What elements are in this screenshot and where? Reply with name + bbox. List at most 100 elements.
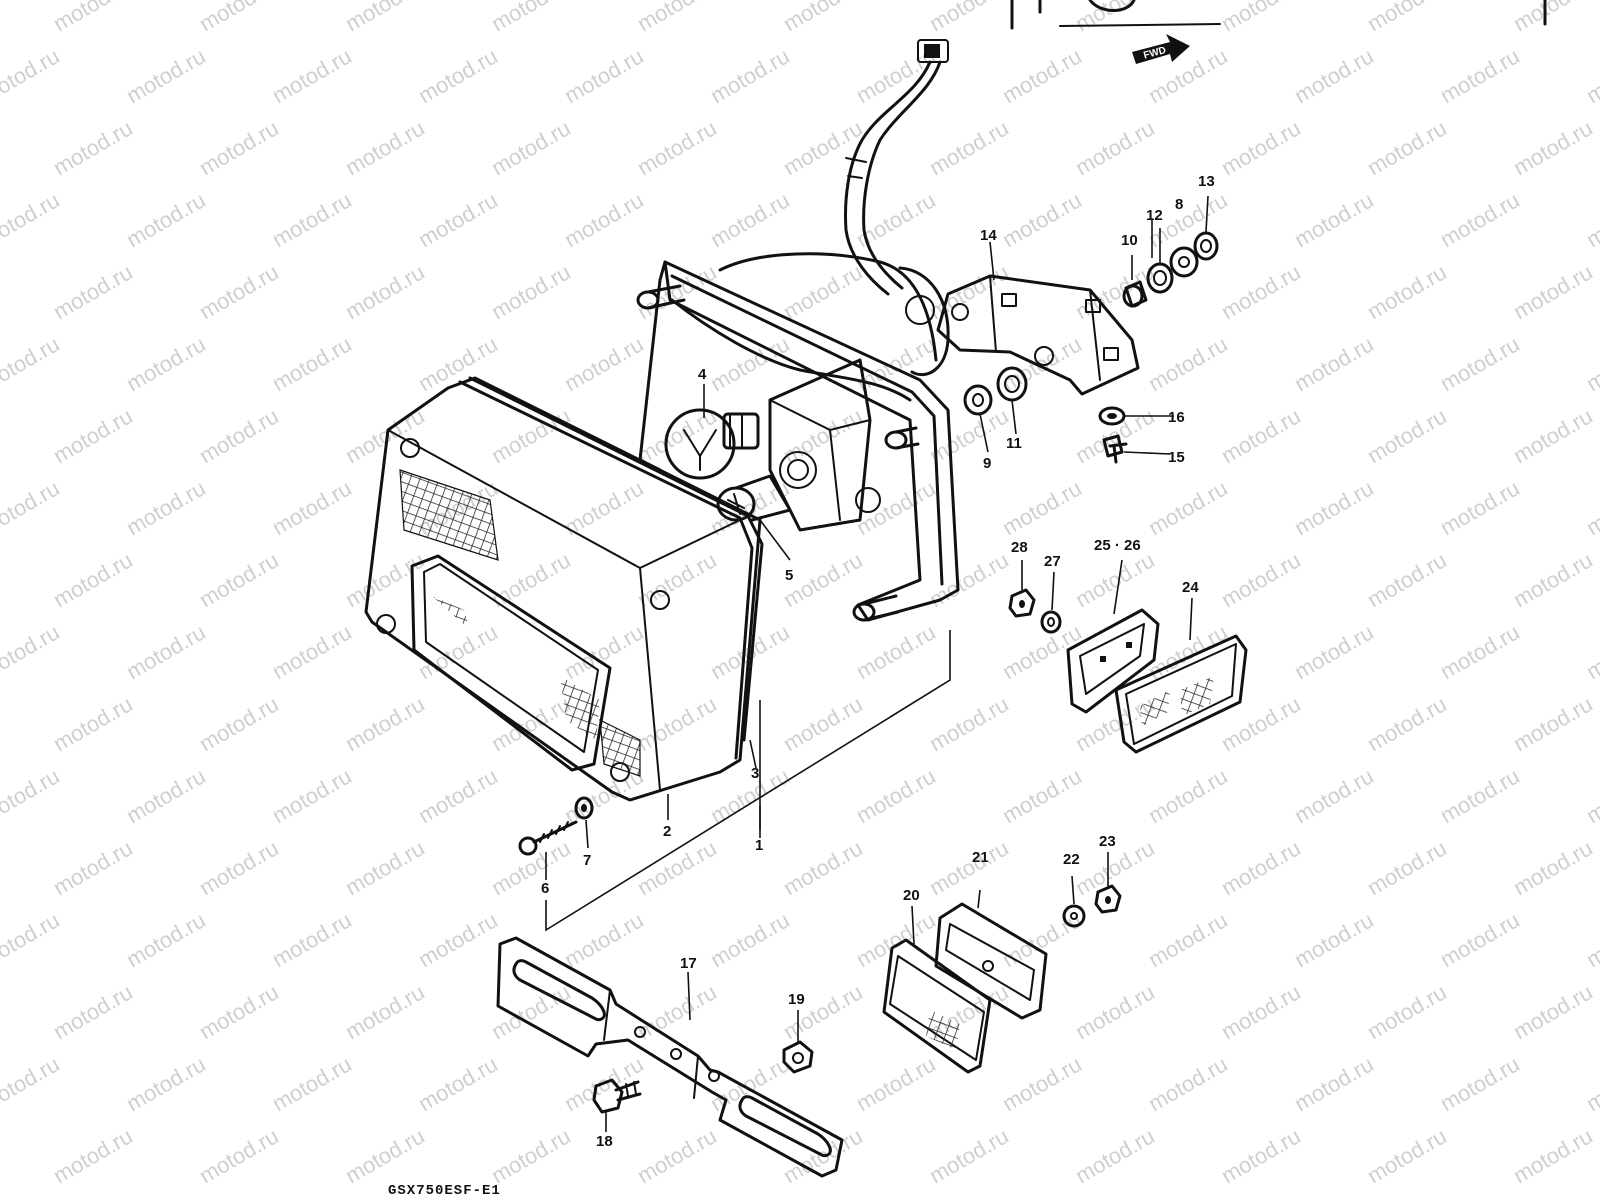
watermark-text: motod.ru bbox=[1217, 979, 1305, 1044]
watermark-text: motod.ru bbox=[487, 0, 575, 36]
part-label-9: 9 bbox=[983, 455, 991, 472]
watermark-text: motod.ru bbox=[1290, 763, 1378, 828]
watermark-text: motod.ru bbox=[1217, 691, 1305, 756]
watermark-text: motod.ru bbox=[560, 907, 648, 972]
part-label-7: 7 bbox=[583, 852, 591, 869]
watermark-text: motod.ru bbox=[1290, 187, 1378, 252]
watermark-text: motod.ru bbox=[1363, 835, 1451, 900]
part-label-19: 19 bbox=[788, 991, 805, 1008]
watermark-text: motod.ru bbox=[1582, 1195, 1600, 1200]
watermark-text: motod.ru bbox=[633, 547, 721, 612]
watermark-text: motod.ru bbox=[1363, 403, 1451, 468]
watermark-text: motod.ru bbox=[1436, 475, 1524, 540]
watermark-text: motod.ru bbox=[1363, 1123, 1451, 1188]
watermark-text: motod.ru bbox=[1582, 43, 1600, 108]
watermark-text: motod.ru bbox=[925, 1123, 1013, 1188]
watermark-text: motod.ru bbox=[1436, 187, 1524, 252]
watermark-text: motod.ru bbox=[1436, 763, 1524, 828]
watermark-text: motod.ru bbox=[341, 1123, 429, 1188]
watermark-text: motod.ru bbox=[0, 43, 64, 108]
bolt-18-icon bbox=[592, 1078, 642, 1114]
part-label-21: 21 bbox=[972, 849, 989, 866]
watermark-text: motod.ru bbox=[706, 187, 794, 252]
watermark-text: motod.ru bbox=[1509, 1123, 1597, 1188]
watermark-text: motod.ru bbox=[195, 115, 283, 180]
watermark-text: motod.ru bbox=[1582, 907, 1600, 972]
watermark-text: motod.ru bbox=[1436, 907, 1524, 972]
screw-6-icon bbox=[518, 820, 578, 856]
tail-lamp-lens bbox=[364, 376, 764, 802]
watermark-text: motod.ru bbox=[195, 691, 283, 756]
watermark-text: motod.ru bbox=[998, 43, 1086, 108]
watermark-text: motod.ru bbox=[1363, 0, 1451, 36]
watermark-text: motod.ru bbox=[779, 979, 867, 1044]
watermark-text: motod.ru bbox=[0, 1051, 64, 1116]
washer-22-icon bbox=[1062, 904, 1086, 928]
watermark-text: motod.ru bbox=[852, 907, 940, 972]
part-label-16: 16 bbox=[1168, 409, 1185, 426]
watermark-text: motod.ru bbox=[779, 403, 867, 468]
watermark-text: motod.ru bbox=[414, 1051, 502, 1116]
watermark-text: motod.ru bbox=[341, 835, 429, 900]
watermark-text: motod.ru bbox=[1071, 115, 1159, 180]
part-label-1: 1 bbox=[755, 837, 763, 854]
watermark-text: motod.ru bbox=[122, 331, 210, 396]
watermark-text: motod.ru bbox=[414, 187, 502, 252]
fwd-arrow-icon: FWD bbox=[1132, 34, 1190, 64]
watermark-text: motod.ru bbox=[1436, 619, 1524, 684]
watermark-text: motod.ru bbox=[1363, 691, 1451, 756]
watermark-text: motod.ru bbox=[49, 259, 137, 324]
part-label-5: 5 bbox=[785, 567, 793, 584]
watermark-text: motod.ru bbox=[1290, 43, 1378, 108]
watermark-text: motod.ru bbox=[1217, 0, 1305, 36]
watermark-text: motod.ru bbox=[49, 1123, 137, 1188]
part-label-15: 15 bbox=[1168, 449, 1185, 466]
watermark-text: motod.ru bbox=[852, 475, 940, 540]
page-header-fragment bbox=[1010, 0, 1547, 30]
watermark-text: motod.ru bbox=[49, 0, 137, 36]
part-label-13: 13 bbox=[1198, 173, 1215, 190]
watermark-text: motod.ru bbox=[268, 1051, 356, 1116]
watermark-text: motod.ru bbox=[0, 331, 64, 396]
watermark-text: motod.ru bbox=[0, 907, 64, 972]
watermark-text: motod.ru bbox=[998, 1051, 1086, 1116]
watermark-text: motod.ru bbox=[341, 259, 429, 324]
watermark-text: motod.ru bbox=[1582, 187, 1600, 252]
watermark-text: motod.ru bbox=[998, 763, 1086, 828]
watermark-text: motod.ru bbox=[1509, 0, 1597, 36]
watermark-text: motod.ru bbox=[1290, 475, 1378, 540]
watermark-text: motod.ru bbox=[268, 763, 356, 828]
watermark-text: motod.ru bbox=[1582, 763, 1600, 828]
watermark-text: motod.ru bbox=[195, 1123, 283, 1188]
watermark-text: motod.ru bbox=[925, 547, 1013, 612]
watermark-text: motod.ru bbox=[1071, 1123, 1159, 1188]
watermark-text: motod.ru bbox=[49, 979, 137, 1044]
watermark-text: motod.ru bbox=[1290, 331, 1378, 396]
watermark-text: motod.ru bbox=[998, 1195, 1086, 1200]
watermark-text: motod.ru bbox=[49, 403, 137, 468]
watermark-text: motod.ru bbox=[1363, 259, 1451, 324]
watermark-text: motod.ru bbox=[195, 979, 283, 1044]
watermark-text: motod.ru bbox=[487, 1123, 575, 1188]
watermark-text: motod.ru bbox=[49, 115, 137, 180]
watermark-text: motod.ru bbox=[779, 115, 867, 180]
watermark-text: motod.ru bbox=[998, 475, 1086, 540]
part-label-18: 18 bbox=[596, 1133, 613, 1150]
watermark-text: motod.ru bbox=[268, 907, 356, 972]
watermark-text: motod.ru bbox=[268, 619, 356, 684]
watermark-text: motod.ru bbox=[1217, 259, 1305, 324]
watermark-text: motod.ru bbox=[925, 835, 1013, 900]
watermark-text: motod.ru bbox=[122, 43, 210, 108]
watermark-text: motod.ru bbox=[1217, 115, 1305, 180]
part-label-28: 28 bbox=[1011, 539, 1028, 556]
watermark-text: motod.ru bbox=[1582, 619, 1600, 684]
watermark-text: motod.ru bbox=[1144, 907, 1232, 972]
part-label-17: 17 bbox=[680, 955, 697, 972]
watermark-text: motod.ru bbox=[925, 691, 1013, 756]
nut-28-icon bbox=[1008, 588, 1036, 618]
mounting-bracket-14 bbox=[936, 274, 1140, 396]
watermark-text: motod.ru bbox=[1290, 619, 1378, 684]
part-label-23: 23 bbox=[1099, 833, 1116, 850]
watermark-text: motod.ru bbox=[0, 1195, 64, 1200]
